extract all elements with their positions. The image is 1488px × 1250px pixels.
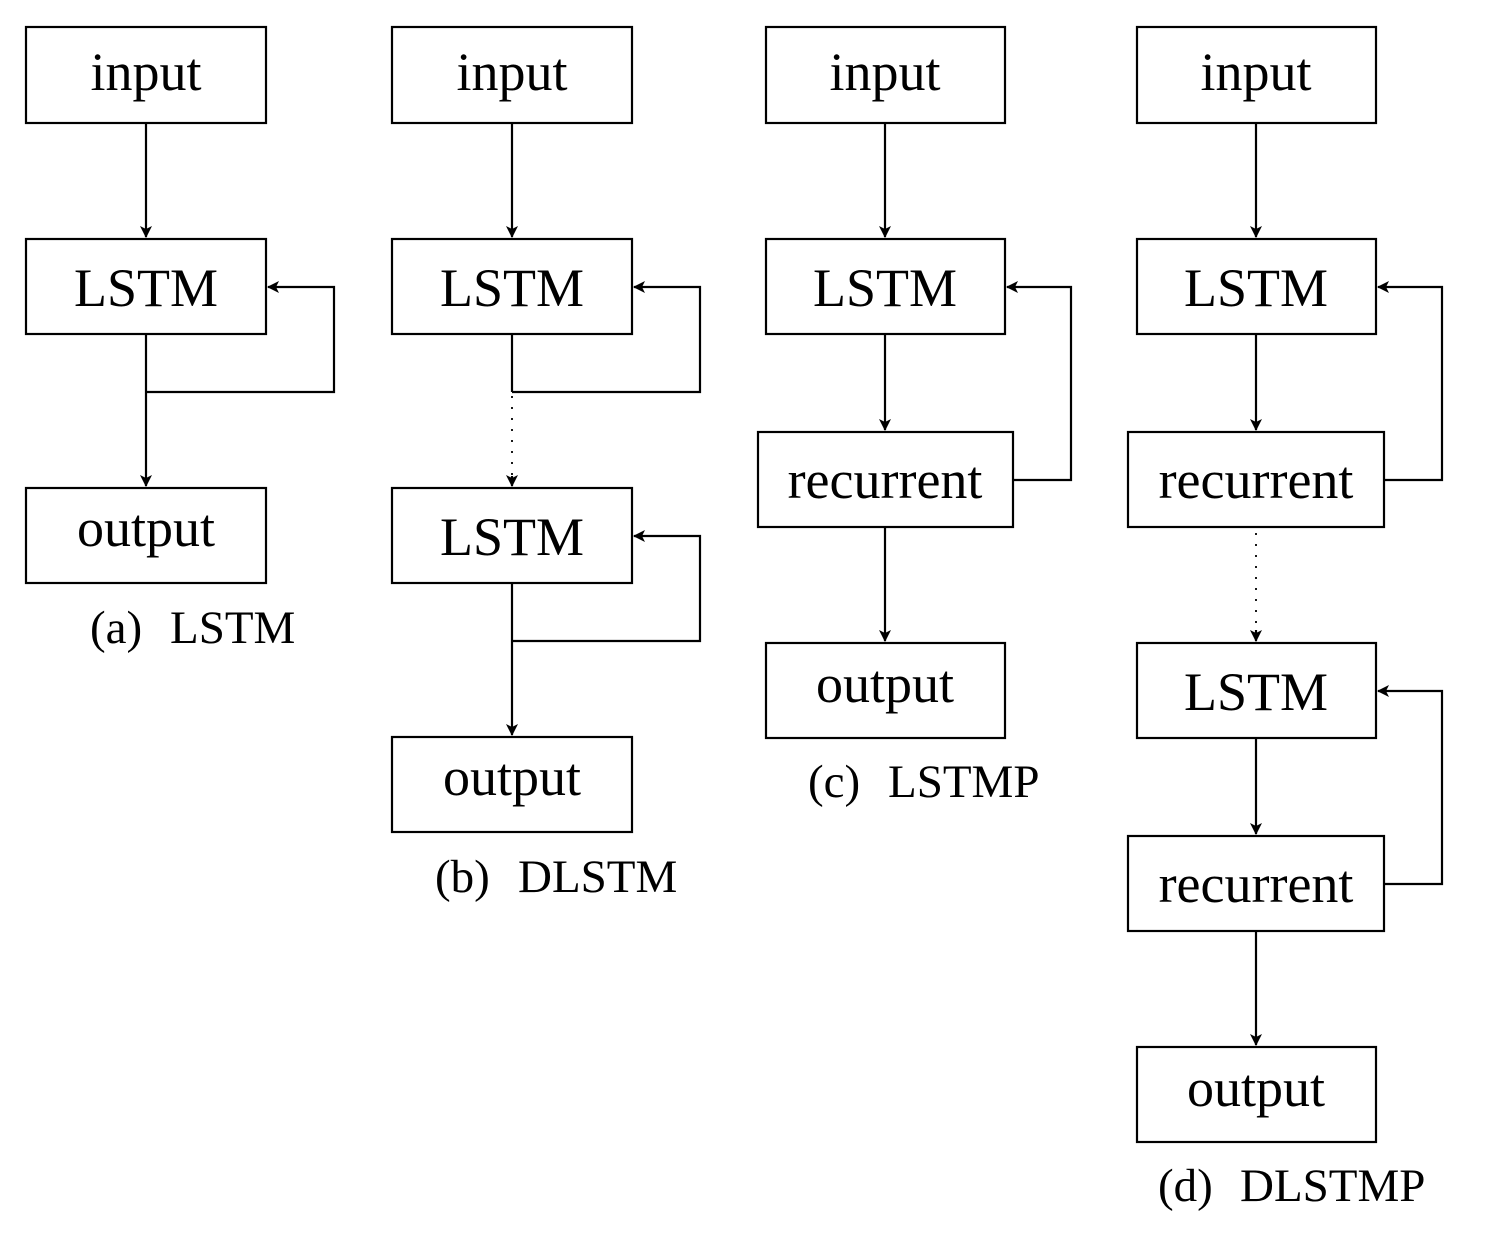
block-c-output: output [764, 641, 1007, 740]
block-label: output [77, 498, 215, 558]
block-label: LSTM [440, 258, 584, 318]
block-b-input: input [390, 25, 634, 125]
caption-a-name: LSTM [170, 602, 295, 654]
recurrent-loop-b-1 [512, 281, 702, 394]
block-label: recurrent [788, 450, 983, 510]
recurrent-loop-a [146, 281, 336, 394]
block-label: input [829, 42, 940, 102]
block-d-lstm-1: LSTM [1135, 237, 1378, 336]
recurrent-loop-b-2 [512, 530, 702, 643]
block-a-lstm: LSTM [24, 237, 268, 336]
block-label: output [443, 747, 581, 807]
block-a-output: output [24, 486, 268, 585]
block-label: input [90, 42, 201, 102]
diagram-d-dlstmp: input LSTM recurrent LSTM recurrent outp… [1126, 25, 1444, 1212]
block-c-input: input [764, 25, 1007, 125]
block-label: input [456, 42, 567, 102]
caption-a-letter: (a) [90, 602, 142, 654]
diagram-c-lstmp: input LSTM recurrent output (c) LSTMP [756, 25, 1073, 808]
recurrent-loop-c [1006, 281, 1073, 482]
block-b-lstm-2: LSTM [390, 486, 634, 585]
block-label: output [1187, 1058, 1325, 1118]
block-d-recurrent-2: recurrent [1126, 834, 1386, 933]
block-d-input: input [1135, 25, 1378, 125]
caption-b-name: DLSTM [518, 851, 677, 903]
diagram-a-lstm: input LSTM output (a) LSTM [24, 25, 336, 654]
recurrent-loop-d-2 [1377, 685, 1444, 886]
block-label: input [1200, 42, 1311, 102]
caption-d-letter: (d) [1158, 1160, 1213, 1212]
block-d-lstm-2: LSTM [1135, 641, 1378, 740]
block-label: recurrent [1159, 450, 1354, 510]
block-c-recurrent: recurrent [756, 430, 1015, 529]
recurrent-loop-d-1 [1377, 281, 1444, 482]
block-label: LSTM [1184, 258, 1328, 318]
block-label: LSTM [1184, 662, 1328, 722]
block-label: output [816, 654, 954, 714]
block-label: LSTM [74, 258, 218, 318]
block-a-input: input [24, 25, 268, 125]
caption-c-name: LSTMP [888, 756, 1040, 808]
block-label: LSTM [813, 258, 957, 318]
block-b-output: output [390, 735, 634, 834]
block-b-lstm-1: LSTM [390, 237, 634, 336]
block-d-output: output [1135, 1045, 1378, 1144]
caption-b-letter: (b) [435, 851, 490, 903]
block-label: LSTM [440, 507, 584, 567]
diagram-b-dlstm: input LSTM LSTM output (b) DLSTM [390, 25, 702, 903]
block-c-lstm: LSTM [764, 237, 1007, 336]
caption-d-name: DLSTMP [1240, 1160, 1425, 1212]
block-d-recurrent-1: recurrent [1126, 430, 1386, 529]
caption-c-letter: (c) [808, 756, 860, 808]
block-label: recurrent [1159, 854, 1354, 914]
